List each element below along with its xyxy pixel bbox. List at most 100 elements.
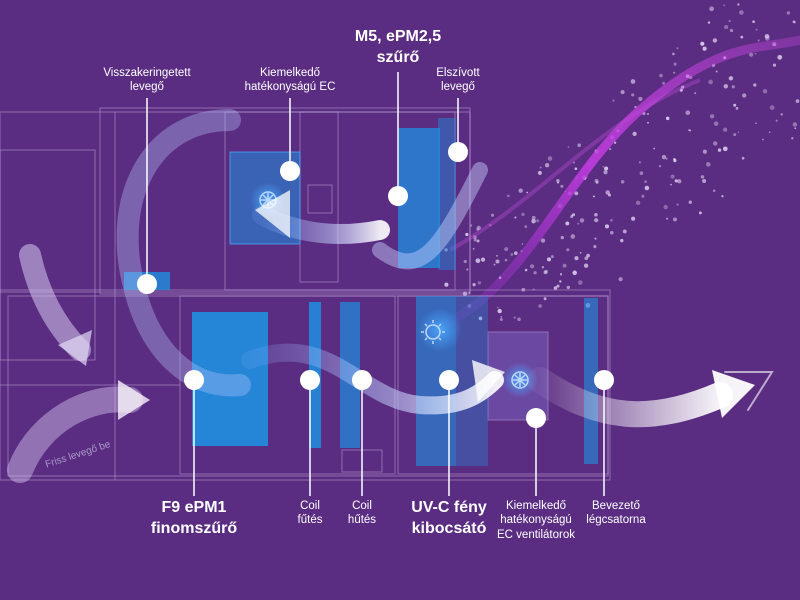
particle [721, 195, 724, 198]
particle [646, 112, 650, 116]
particle [570, 234, 576, 239]
particle [647, 121, 649, 124]
particle [526, 191, 529, 194]
particle [677, 179, 682, 184]
particle [565, 221, 570, 226]
particle [793, 21, 796, 24]
particle [620, 90, 625, 95]
particle [592, 195, 595, 198]
particle [661, 154, 667, 160]
particle [676, 203, 679, 206]
particle [762, 89, 768, 94]
particle [687, 129, 690, 132]
particle [570, 215, 574, 218]
particle [700, 175, 705, 179]
particle [713, 121, 719, 126]
callout-dot [526, 408, 546, 428]
particle [472, 283, 476, 287]
particle [531, 215, 536, 220]
particle [712, 189, 716, 193]
particle [641, 194, 645, 198]
particle [594, 213, 598, 217]
particle [792, 122, 798, 127]
callout-dot [388, 186, 408, 206]
particle [493, 263, 496, 266]
callout-dot [184, 370, 204, 390]
particle [504, 258, 508, 262]
particle [540, 238, 546, 243]
particle [514, 216, 517, 219]
particle [676, 47, 679, 50]
particle [497, 308, 502, 314]
particle [572, 161, 575, 164]
particle [777, 54, 783, 60]
particle [681, 85, 685, 89]
particle [631, 216, 636, 221]
particle [638, 161, 641, 164]
particle [496, 306, 499, 309]
callout-lines [146, 72, 605, 496]
particle [631, 93, 635, 97]
particle [543, 270, 548, 275]
particle [547, 156, 553, 161]
particle [476, 239, 480, 243]
particle [477, 281, 482, 285]
particle [546, 257, 552, 262]
particle [670, 174, 675, 179]
particle [769, 105, 775, 110]
particle [476, 225, 481, 231]
particle [673, 71, 676, 74]
particle [579, 251, 582, 254]
particle [717, 148, 722, 152]
particle [620, 238, 624, 243]
particle [553, 286, 558, 290]
particle [524, 268, 528, 272]
particle [604, 224, 610, 229]
particle [674, 179, 678, 183]
particle [670, 183, 672, 186]
particle [713, 141, 718, 146]
particle [752, 20, 755, 24]
particle [638, 96, 643, 101]
particle [604, 166, 609, 171]
particle [735, 107, 739, 110]
particle [737, 131, 740, 134]
particle [537, 170, 542, 175]
particle [742, 93, 747, 98]
callout-dots [137, 142, 614, 428]
particle [673, 159, 677, 163]
particle [521, 212, 525, 217]
particle [572, 270, 577, 276]
particle [531, 218, 536, 224]
particle [733, 133, 737, 137]
callout-dot [280, 161, 300, 181]
ahu-housing [0, 107, 611, 481]
particle [468, 292, 471, 294]
particle [541, 266, 545, 269]
particle [577, 143, 582, 148]
particle [658, 164, 662, 168]
particle [583, 263, 589, 268]
particle [465, 232, 469, 237]
particle [653, 147, 656, 150]
particle [764, 34, 770, 39]
particle [741, 156, 745, 160]
particle [723, 127, 728, 132]
particle [728, 76, 734, 81]
particle [605, 190, 610, 195]
particle [584, 256, 589, 261]
particle [700, 41, 705, 46]
particle [724, 25, 729, 30]
particle [489, 223, 492, 227]
particle [755, 122, 757, 124]
particle [610, 230, 614, 235]
particle [707, 21, 711, 24]
particle [708, 79, 713, 85]
